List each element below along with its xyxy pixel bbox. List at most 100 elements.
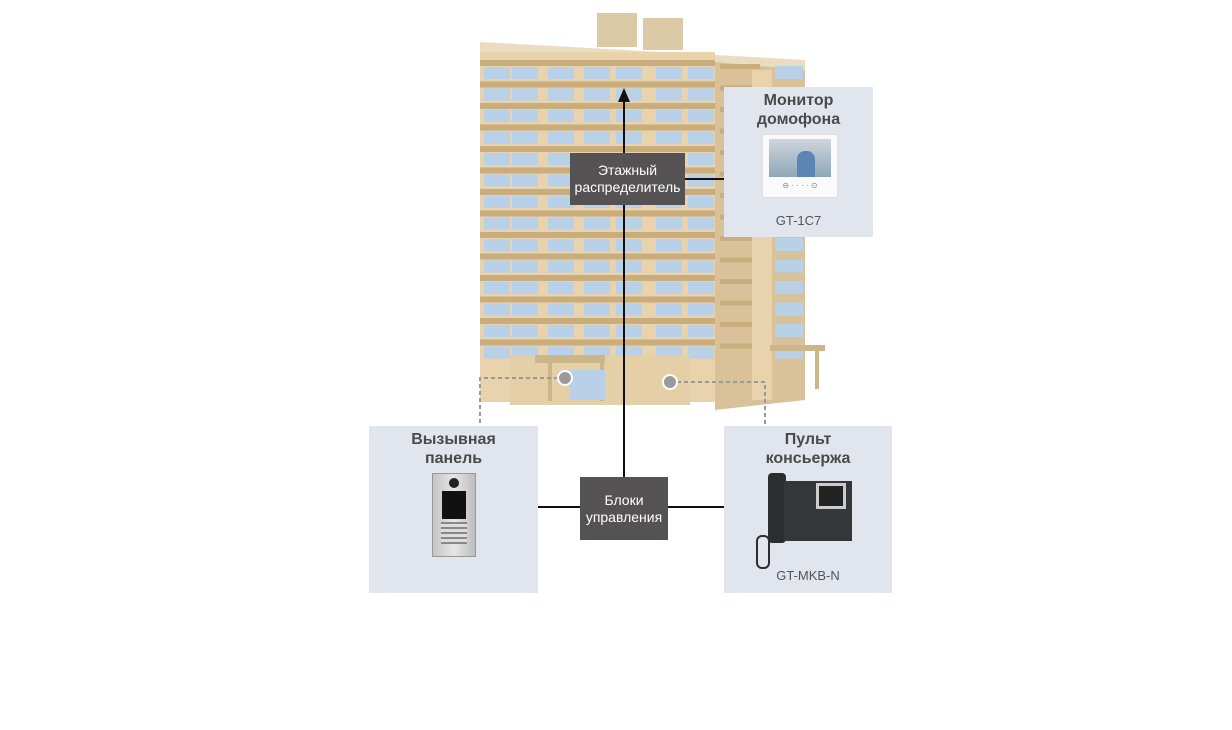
floor-band xyxy=(480,210,715,217)
dashed-line-right xyxy=(670,381,766,426)
floor-band xyxy=(720,257,760,263)
window xyxy=(584,303,610,316)
floor-band xyxy=(720,322,760,327)
call-panel-device-icon xyxy=(432,473,476,557)
floor-band xyxy=(480,124,715,131)
concierge-console-icon xyxy=(756,473,852,569)
monitor-device-icon: ⊖ · · · · ⊙ xyxy=(762,134,838,198)
window xyxy=(512,303,538,316)
window xyxy=(484,174,510,187)
window xyxy=(584,239,610,251)
window xyxy=(484,325,510,337)
window xyxy=(656,260,682,273)
entrance-door xyxy=(570,370,605,400)
window xyxy=(512,67,538,79)
floor-band xyxy=(480,339,715,346)
window xyxy=(484,303,510,316)
floor-band xyxy=(720,279,760,284)
window xyxy=(688,67,714,79)
window xyxy=(548,325,574,337)
window xyxy=(484,239,510,251)
window xyxy=(484,88,510,101)
window xyxy=(688,260,714,273)
window xyxy=(548,67,574,79)
window xyxy=(688,217,714,230)
floor-band xyxy=(480,296,715,303)
window xyxy=(512,174,538,187)
concierge-model: GT-MKB-N xyxy=(776,568,840,583)
window xyxy=(584,260,610,273)
window xyxy=(512,196,538,208)
window xyxy=(512,110,538,122)
floor-band xyxy=(480,60,715,66)
window xyxy=(688,282,714,294)
camera-point-icon xyxy=(662,374,678,390)
window xyxy=(688,196,714,208)
window xyxy=(548,217,574,230)
window xyxy=(616,325,642,337)
column xyxy=(815,351,819,389)
window xyxy=(484,67,510,79)
window xyxy=(584,282,610,294)
window xyxy=(688,153,714,165)
window xyxy=(548,282,574,294)
arrow-up-icon xyxy=(618,88,630,102)
window xyxy=(512,260,538,273)
window xyxy=(616,110,642,122)
window xyxy=(775,281,803,294)
side-canopy xyxy=(770,345,825,351)
window xyxy=(616,303,642,316)
floor-band xyxy=(480,146,715,152)
floor-band xyxy=(480,103,715,109)
window xyxy=(484,346,510,359)
window xyxy=(616,131,642,144)
window xyxy=(688,325,714,337)
window xyxy=(656,303,682,316)
window xyxy=(548,110,574,122)
window xyxy=(688,110,714,122)
chimney xyxy=(597,13,637,47)
concierge-panel: Пульт консьержа GT-MKB-N xyxy=(724,426,892,593)
window xyxy=(512,282,538,294)
window xyxy=(688,303,714,316)
window xyxy=(656,239,682,251)
floor-band xyxy=(480,275,715,281)
window xyxy=(616,239,642,251)
window xyxy=(548,88,574,101)
window xyxy=(548,131,574,144)
chimney xyxy=(643,18,683,50)
control-units-label: Блоки управления xyxy=(585,491,663,525)
window xyxy=(484,131,510,144)
window xyxy=(584,67,610,79)
window xyxy=(484,260,510,273)
window xyxy=(512,88,538,101)
floor-band xyxy=(480,232,715,238)
window xyxy=(548,260,574,273)
window xyxy=(584,325,610,337)
window xyxy=(484,196,510,208)
window xyxy=(688,131,714,144)
window xyxy=(616,282,642,294)
window xyxy=(616,260,642,273)
window xyxy=(548,239,574,251)
column xyxy=(548,363,552,401)
dashed-line-left xyxy=(479,377,565,426)
window xyxy=(775,259,803,273)
floor-band xyxy=(480,81,715,88)
window xyxy=(548,174,574,187)
window xyxy=(616,67,642,79)
call-panel-title: Вызывная панель xyxy=(411,431,496,467)
floor-band xyxy=(480,318,715,324)
window xyxy=(688,346,714,359)
window xyxy=(616,217,642,230)
floor-band xyxy=(720,343,760,349)
window xyxy=(584,88,610,101)
window xyxy=(584,110,610,122)
window xyxy=(775,302,803,316)
window xyxy=(656,325,682,337)
window xyxy=(584,217,610,230)
window xyxy=(484,110,510,122)
call-panel-box: Вызывная панель xyxy=(369,426,538,593)
window xyxy=(688,174,714,187)
